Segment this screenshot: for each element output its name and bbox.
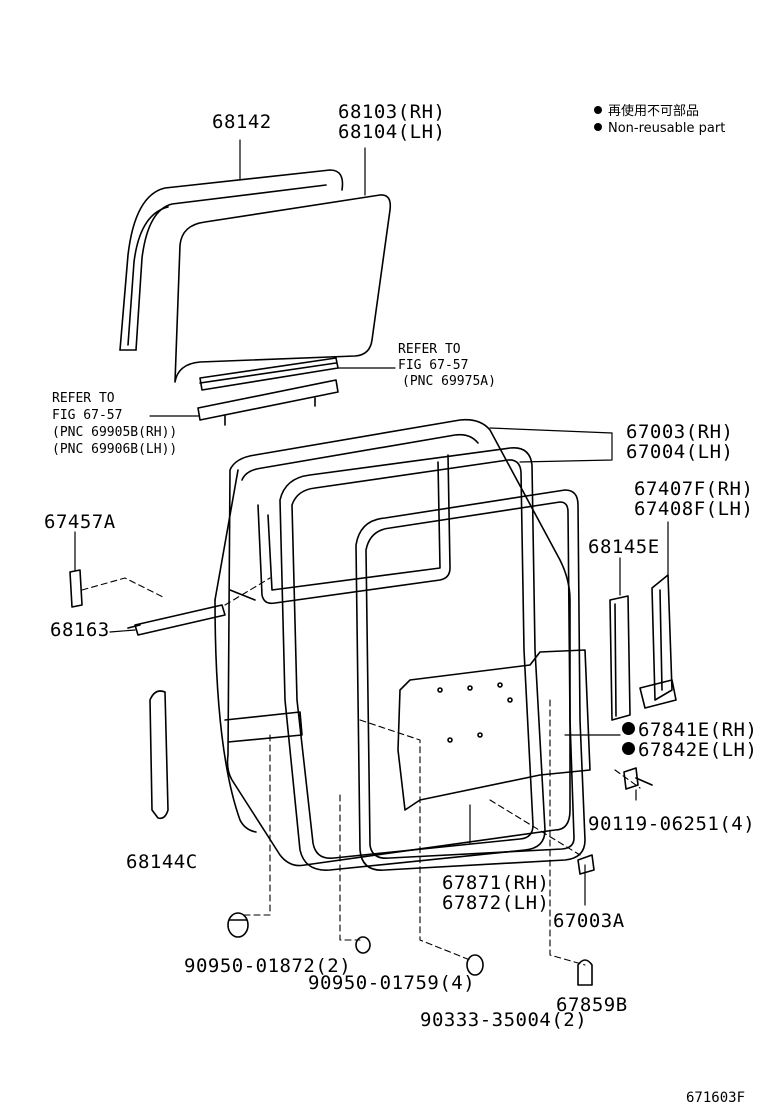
label-68144C: 68144C	[126, 851, 198, 873]
plug-90333-35004	[466, 954, 484, 976]
clip-90950-01872	[227, 912, 249, 938]
label-67408F: 67408F(LH)	[634, 498, 754, 520]
label-67407F: 67407F(RH)	[634, 478, 754, 500]
label-67871: 67871(RH)	[442, 872, 550, 894]
label-refer1-c: (PNC 69975A)	[402, 374, 496, 389]
channel-67407F	[639, 574, 677, 709]
label-68103: 68103(RH)	[338, 101, 446, 123]
molding-67457A	[69, 569, 83, 608]
non-reusable-icon	[622, 722, 635, 735]
label-67841E: 67841E(RH)	[622, 721, 757, 740]
outer-belt-weatherstrip	[199, 357, 339, 391]
label-67003: 67003(RH)	[626, 421, 734, 443]
glass-run-channel-68142	[119, 169, 344, 351]
clip-67859B	[577, 959, 593, 986]
glass-run-68145E	[609, 595, 631, 721]
label-refer2-c: (PNC 69905B(RH))	[52, 425, 178, 440]
label-90950-01872: 90950-01872(2)	[184, 955, 352, 977]
service-hole-cover-67841E	[397, 649, 591, 811]
label-90333: 90333-35004(2)	[420, 1009, 588, 1031]
non-reusable-icon	[622, 742, 635, 755]
bullet-icon	[594, 123, 602, 131]
clip-90950-01759	[355, 936, 371, 954]
label-refer2-b: FIG 67-57	[52, 408, 123, 423]
bullet-icon	[594, 106, 602, 114]
belt-molding-68163	[127, 604, 226, 636]
dashed-projection-lines	[81, 577, 641, 966]
label-68163: 68163	[50, 619, 110, 641]
label-90950-01759: 90950-01759(4)	[308, 972, 476, 994]
figure-id: 671603F	[686, 1090, 746, 1106]
label-68142: 68142	[212, 111, 272, 133]
legend-non-reusable-jp: 再使用不可部品	[594, 103, 699, 120]
label-67457A: 67457A	[44, 511, 116, 533]
label-67842E-text: 67842E(LH)	[638, 739, 758, 761]
label-67842E: 67842E(LH)	[622, 741, 757, 760]
label-67004: 67004(LH)	[626, 441, 734, 463]
inner-belt-weatherstrip	[197, 379, 339, 426]
label-67003A: 67003A	[553, 910, 625, 932]
door-panel	[214, 418, 571, 867]
label-refer1-a: REFER TO	[398, 342, 461, 357]
legend-non-reusable-en: Non-reusable part	[594, 120, 725, 137]
bumper-67003A	[577, 854, 595, 875]
inner-weatherstrip-67871	[355, 489, 586, 871]
label-refer1-b: FIG 67-57	[398, 358, 469, 373]
label-refer2-d: (PNC 69906B(LH))	[52, 442, 178, 457]
legend-text-en: Non-reusable part	[608, 121, 726, 136]
label-67859B: 67859B	[556, 994, 628, 1016]
molding-68144C	[149, 690, 169, 820]
door-glass-68103	[174, 194, 392, 383]
legend-text-jp: 再使用不可部品	[608, 104, 700, 119]
label-67841E-text: 67841E(RH)	[638, 719, 758, 741]
label-67872: 67872(LH)	[442, 892, 550, 914]
leader-lines	[74, 139, 669, 906]
label-68104: 68104(LH)	[338, 121, 446, 143]
label-68145E: 68145E	[588, 536, 660, 558]
label-refer2-a: REFER TO	[52, 391, 115, 406]
bolt-90119	[623, 767, 653, 790]
label-90119: 90119-06251(4)	[588, 813, 756, 835]
door-weatherstrip-67003	[279, 447, 546, 871]
